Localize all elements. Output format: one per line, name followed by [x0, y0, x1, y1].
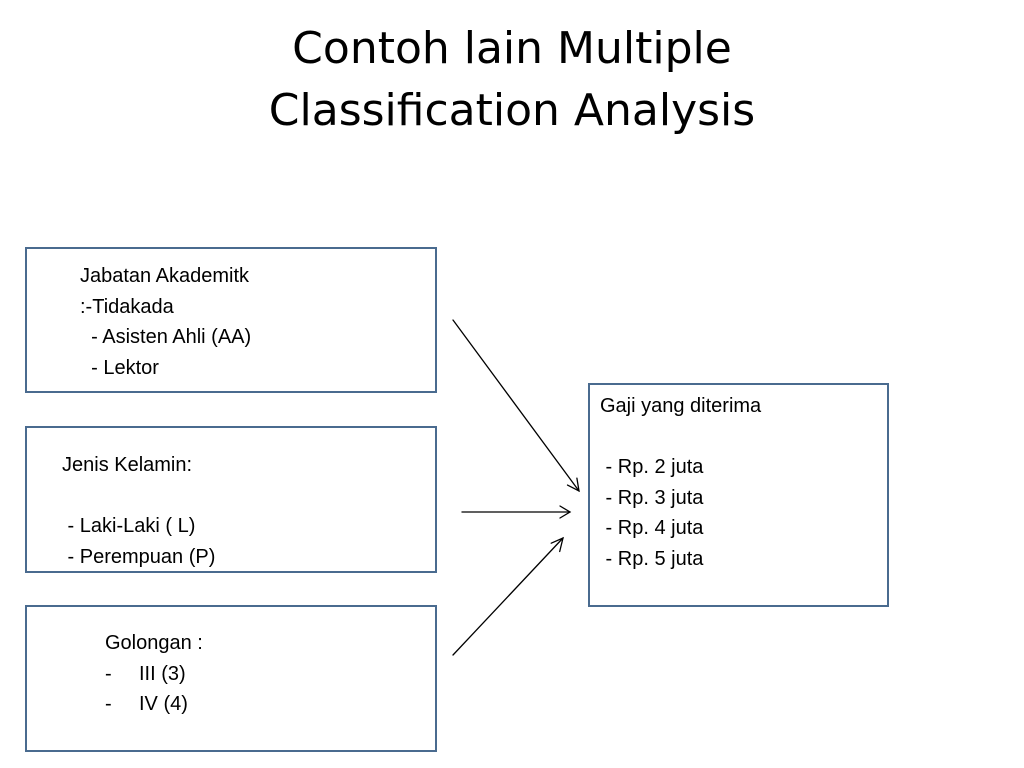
slide-title-line-1: Contoh lain Multiple — [292, 23, 732, 74]
kelamin-item: - Laki-Laki ( L) — [62, 515, 196, 537]
kelamin-item: - Perempuan (P) — [62, 545, 216, 568]
bullet-dash: - — [105, 662, 112, 685]
jabatan-akademik-box: Jabatan Akademitk :-Tidakada - Asisten A… — [25, 247, 437, 393]
slide-title-line-2: Classification Analysis — [268, 85, 756, 136]
gaji-item: - Rp. 4 juta — [600, 517, 704, 539]
bullet-dash: - — [105, 693, 112, 715]
gaji-diterima-box: Gaji yang diterima - Rp. 2 juta - Rp. 3 … — [588, 383, 889, 607]
golongan-item: - IV (4) — [105, 689, 203, 720]
gaji-item: - Rp. 3 juta — [600, 486, 704, 509]
kelamin-heading: Jenis Kelamin: — [62, 454, 193, 476]
golongan-item-label: IV (4) — [139, 693, 188, 715]
arrow-kelamin-to-gaji — [461, 505, 572, 519]
gaji-heading: Gaji yang diterima — [600, 395, 762, 417]
golongan-box: Golongan : - III (3) - IV (4) — [25, 605, 437, 752]
golongan-item-label: III (3) — [139, 662, 186, 685]
jabatan-item: - Asisten Ahli (AA) — [80, 326, 252, 348]
jabatan-heading: Jabatan Akademitk — [80, 265, 249, 287]
golongan-item: - III (3) — [105, 659, 203, 690]
jabatan-item: - Lektor — [80, 356, 159, 379]
golongan-heading: Golongan : — [105, 632, 203, 654]
gaji-item: - Rp. 2 juta — [600, 456, 704, 478]
slide-title: Contoh lain Multiple Classification Anal… — [0, 18, 1024, 142]
arrow-jabatan-to-gaji — [452, 319, 580, 493]
jenis-kelamin-box: Jenis Kelamin: - Laki-Laki ( L) - Peremp… — [25, 426, 437, 573]
gaji-item: - Rp. 5 juta — [600, 547, 704, 570]
arrow-golongan-to-gaji — [452, 536, 564, 656]
jabatan-item: :-Tidakada — [80, 295, 174, 318]
